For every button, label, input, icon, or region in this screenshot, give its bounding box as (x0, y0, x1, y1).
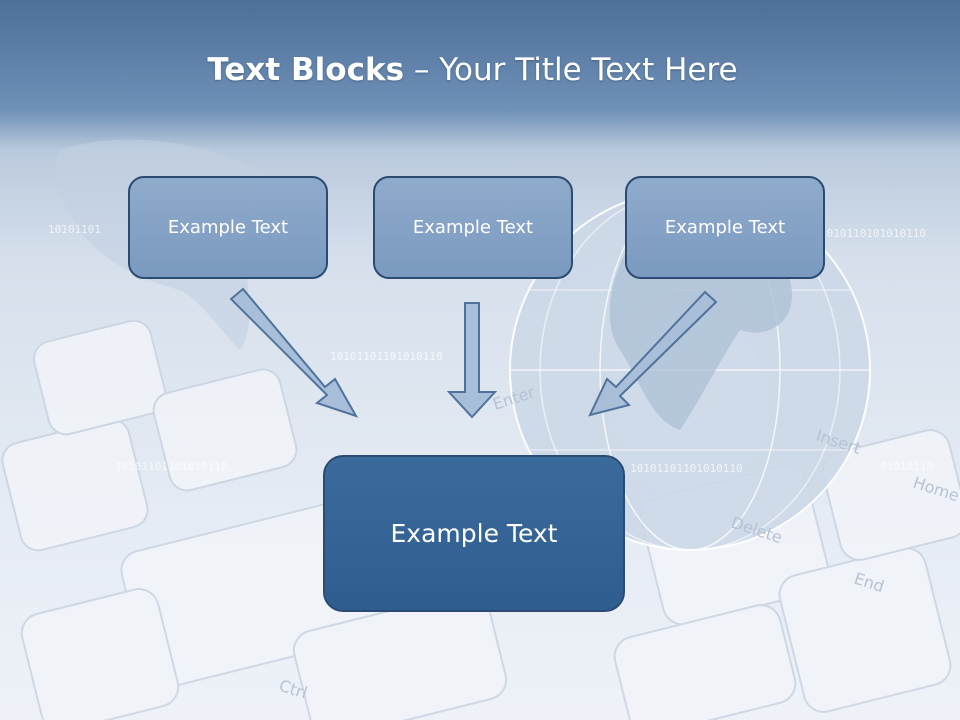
slide-title: Text Blocks – Your Title Text Here (0, 52, 945, 88)
text-block-1-label: Example Text (167, 217, 289, 238)
text-block-3-label: Example Text (664, 217, 786, 238)
binary-strip: 1010110101010110 (820, 227, 926, 240)
title-dash: – (404, 52, 440, 88)
binary-strip: 10101101 (48, 223, 101, 236)
title-rest: Your Title Text Here (439, 52, 738, 88)
binary-strips: 10101101 10101101101010110 1010110110101… (48, 223, 933, 475)
arrow-center (446, 302, 498, 419)
title-bold: Text Blocks (207, 52, 405, 88)
text-block-3[interactable]: Example Text (625, 176, 825, 279)
text-block-1[interactable]: Example Text (128, 176, 328, 279)
arrow-left (229, 287, 359, 418)
text-block-main-label: Example Text (390, 519, 558, 548)
binary-strip: 10101101101010110 (115, 460, 228, 473)
binary-strip: 01010110 (880, 460, 933, 473)
text-block-main[interactable]: Example Text (323, 455, 625, 612)
arrow-right (588, 290, 718, 417)
binary-strip: 10101101101010110 (330, 350, 443, 363)
binary-strip: 10101101101010110 (630, 462, 743, 475)
text-block-2[interactable]: Example Text (373, 176, 573, 279)
text-block-2-label: Example Text (412, 217, 534, 238)
